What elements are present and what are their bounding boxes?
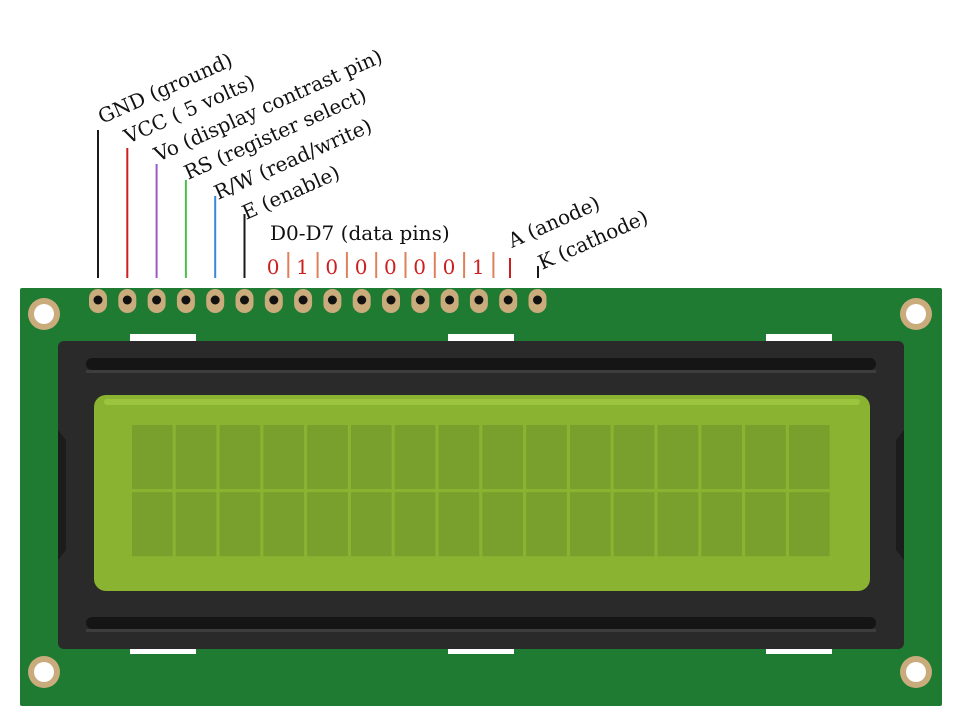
clip-bottom-1 (130, 646, 196, 654)
data-bit: 0 (325, 255, 338, 279)
lcd-cell (307, 492, 348, 557)
pin-hole (445, 295, 455, 305)
bezel-bottom-groove-highlight (86, 629, 876, 632)
lcd-cell (482, 425, 523, 489)
lcd-cell (657, 492, 699, 557)
lcd-cell (132, 425, 173, 489)
pin-hole (152, 295, 162, 305)
mounting-hole-bottom-right-inner (906, 662, 926, 682)
mounting-holes (28, 298, 932, 688)
pin-hole (415, 295, 425, 305)
lcd-cell (657, 425, 699, 489)
lcd-cell (263, 425, 304, 489)
lcd-cell (789, 492, 830, 557)
bezel-clips (130, 334, 832, 654)
lcd-cell (175, 492, 217, 557)
lcd-character-cells (132, 425, 830, 557)
lcd-cell (613, 425, 655, 489)
lcd-cell (526, 492, 567, 557)
data-bit: 0 (355, 255, 368, 279)
pin-hole (181, 295, 191, 305)
clip-top-1 (130, 334, 196, 342)
pin-hole (503, 295, 513, 305)
pin-leader-lines (97, 130, 246, 278)
pin-hole (474, 295, 484, 305)
lcd-cell (613, 492, 655, 557)
pin-hole (357, 295, 367, 305)
pin-hole (93, 295, 103, 305)
data-bit: 0 (413, 255, 426, 279)
lcd-cell (351, 425, 392, 489)
bezel-top-groove-highlight (86, 370, 876, 373)
lcd-cell (745, 492, 786, 557)
pin-hole (240, 295, 249, 305)
lcd-cell (132, 492, 173, 557)
pin-hole (327, 295, 337, 305)
lcd-cell (701, 425, 742, 489)
bezel-top-groove (86, 358, 876, 370)
control-pin-labels: GND (ground) VCC ( 5 volts) Vo (display … (94, 44, 386, 224)
header-pins (89, 289, 547, 313)
pin-hole (269, 295, 279, 305)
lcd-cell (263, 492, 304, 557)
data-bit: 0 (384, 255, 397, 279)
mounting-hole-top-right-inner (906, 304, 926, 324)
lcd-cell (701, 492, 742, 557)
mounting-hole-bottom-left-inner (34, 662, 54, 682)
data-bit: 1 (296, 255, 309, 279)
bezel-left-edge (58, 430, 66, 560)
data-bit-separators (287, 252, 495, 278)
pin-hole (298, 295, 308, 305)
clip-top-2 (448, 334, 514, 342)
mounting-hole-top-left-inner (34, 304, 54, 324)
data-bit: 0 (267, 255, 280, 279)
pin-hole (122, 295, 132, 305)
lcd-cell (570, 492, 611, 557)
lcd-cell (745, 425, 786, 489)
lcd-cell (570, 425, 611, 489)
pin-hole (210, 295, 220, 305)
lcd-cell (307, 425, 348, 489)
lcd-cell (394, 492, 436, 557)
pin-hole (533, 295, 542, 305)
lcd-cell (351, 492, 392, 557)
lcd-cell (438, 425, 480, 489)
data-pins-label: D0-D7 (data pins) (270, 221, 450, 245)
lcd-cell (175, 425, 217, 489)
lcd-cell (219, 425, 261, 489)
pin-hole (386, 295, 396, 305)
lcd-cell (789, 425, 830, 489)
bezel-bottom-groove (86, 617, 876, 629)
data-bit: 1 (472, 255, 485, 279)
lcd-cell (394, 425, 436, 489)
data-bit: 0 (443, 255, 456, 279)
clip-bottom-3 (766, 646, 832, 654)
bezel-right-edge (896, 430, 904, 560)
clip-bottom-2 (448, 646, 514, 654)
lcd-screen-highlight (104, 399, 860, 405)
lcd-cell (482, 492, 523, 557)
clip-top-3 (766, 334, 832, 342)
lcd-cell (438, 492, 480, 557)
lcd-cell (219, 492, 261, 557)
lcd-cell (526, 425, 567, 489)
